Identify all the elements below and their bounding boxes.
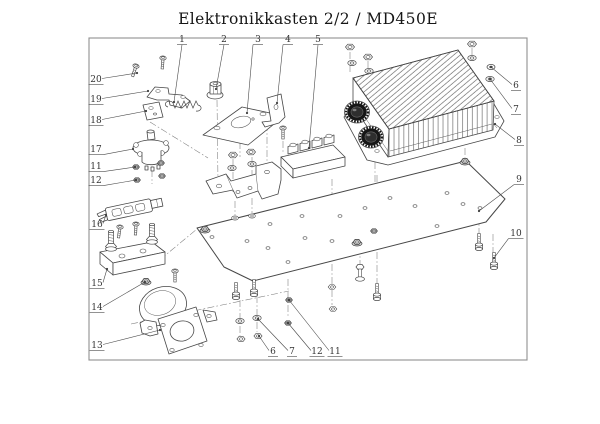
part-4-angle-bracket xyxy=(261,93,286,128)
part-number-label: 9 xyxy=(516,175,522,185)
part-number-label: 1 xyxy=(179,35,185,45)
part-number-label: 4 xyxy=(285,35,291,45)
part-callout-9: 9 xyxy=(477,175,524,213)
hex-nut-icon xyxy=(228,151,238,159)
part-number-label: 7 xyxy=(513,105,519,115)
part-callout-10: 10 xyxy=(492,229,524,260)
part-callout-12: 12 xyxy=(88,176,138,186)
part-number-label: 8 xyxy=(516,136,522,146)
bottom-fasteners xyxy=(232,233,498,342)
hex-nut-icon xyxy=(345,43,355,51)
hex-nut-icon xyxy=(158,173,166,179)
part-callout-6: 6 xyxy=(257,334,278,357)
part-callout-20: 20 xyxy=(88,71,139,85)
part-number-label: 12 xyxy=(90,176,101,186)
part-5-terminal-block xyxy=(280,133,346,179)
part-callout-11: 11 xyxy=(287,298,343,357)
part-callout-7: 7 xyxy=(256,317,297,357)
part-number-label: 12 xyxy=(311,347,322,357)
part-number-label: 11 xyxy=(90,162,101,172)
washer-icon xyxy=(467,55,477,61)
part-callout-7: 7 xyxy=(488,77,521,115)
connector-icon xyxy=(344,100,370,124)
part-callout-13: 13 xyxy=(89,328,162,351)
part-callout-19: 19 xyxy=(88,89,150,105)
part-number-label: 10 xyxy=(510,229,522,239)
hex-nut-icon xyxy=(328,306,338,312)
part-callout-6: 6 xyxy=(489,65,521,91)
diagram-title: Elektronikkasten 2/2 / MD450E xyxy=(178,10,438,28)
part-16-fuse xyxy=(96,197,164,223)
part-number-label: 3 xyxy=(255,35,261,45)
part-15-stud-block xyxy=(99,221,166,276)
washer-icon xyxy=(364,68,374,74)
washer-icon xyxy=(247,161,257,167)
part-number-label: 16 xyxy=(91,220,103,230)
part-callout-12: 12 xyxy=(286,321,325,357)
heatsink-fins xyxy=(352,49,495,130)
washer-icon xyxy=(252,315,262,321)
part-1-spring xyxy=(164,100,202,112)
hex-nut-icon xyxy=(370,228,378,234)
part-number-label: 6 xyxy=(270,347,276,357)
part-13-pump xyxy=(139,286,218,355)
washer-icon xyxy=(231,215,239,221)
part-callout-11: 11 xyxy=(88,162,137,172)
hex-nut-icon xyxy=(246,148,256,156)
hex-nut-icon xyxy=(467,40,477,48)
washer-icon xyxy=(248,213,256,219)
washer-icon xyxy=(347,60,357,66)
part-callout-2: 2 xyxy=(214,35,229,91)
bolt-icon xyxy=(355,264,365,282)
part-callout-1: 1 xyxy=(172,35,187,104)
hex-nut-icon xyxy=(363,53,373,61)
part-number-label: 7 xyxy=(289,347,295,357)
terminal-posts xyxy=(287,133,335,155)
part-number-label: 6 xyxy=(513,81,519,91)
part-callout-5: 5 xyxy=(307,35,323,150)
washer-icon xyxy=(235,318,245,324)
part-callout-15: 15 xyxy=(89,267,109,289)
part-callout-17: 17 xyxy=(88,145,135,155)
part-8-controller xyxy=(343,49,505,166)
hex-nut-icon xyxy=(157,160,165,166)
part-callout-3: 3 xyxy=(245,35,263,115)
part-number-label: 15 xyxy=(91,279,103,289)
part-number-label: 13 xyxy=(91,341,103,351)
part-number-label: 2 xyxy=(221,35,227,45)
part-number-label: 19 xyxy=(90,95,102,105)
part-number-label: 18 xyxy=(90,116,102,126)
part-number-label: 14 xyxy=(91,303,103,313)
part-number-label: 17 xyxy=(90,145,102,155)
part-number-label: 20 xyxy=(90,75,102,85)
part-callout-14: 14 xyxy=(89,280,147,313)
part-callout-18: 18 xyxy=(88,109,148,126)
hex-nut-icon xyxy=(236,336,246,342)
part-18-plate xyxy=(142,101,164,121)
part-callout-8: 8 xyxy=(493,122,524,146)
part-callout-4: 4 xyxy=(275,35,293,105)
part-callout-16: 16 xyxy=(89,213,108,230)
connector-icon xyxy=(358,125,384,149)
plate-holes xyxy=(209,191,483,264)
part-9-mounting-plate xyxy=(196,158,506,282)
hex-nut-icon xyxy=(327,284,337,290)
part-number-label: 5 xyxy=(315,35,321,45)
channel-bracket xyxy=(205,161,282,200)
washer-icon xyxy=(227,165,237,171)
part-number-label: 11 xyxy=(329,347,340,357)
part-17-switch xyxy=(132,129,170,172)
